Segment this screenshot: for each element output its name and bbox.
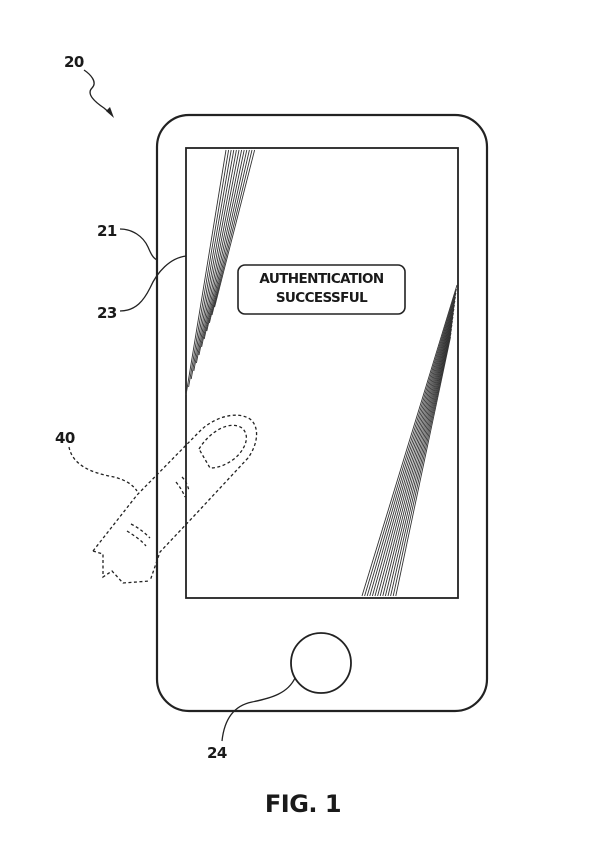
glare-line — [198, 149, 240, 356]
message-line-2: SUCCESSFUL — [276, 290, 368, 306]
ref-numeral-21: 21 — [97, 222, 117, 240]
ref-numeral-40: 40 — [55, 429, 75, 447]
glare-line — [193, 149, 235, 372]
home-button — [290, 632, 352, 694]
glare-line — [190, 149, 232, 380]
glare-line — [361, 284, 458, 597]
ref-numeral-20: 20 — [64, 53, 84, 71]
glare-line — [206, 149, 248, 332]
glare-line — [208, 149, 250, 324]
leader-40 — [68, 446, 138, 492]
glare-line — [371, 300, 456, 597]
glare-line — [203, 149, 245, 340]
glare-line — [377, 308, 455, 597]
glare-line — [185, 149, 227, 396]
glare-line — [369, 296, 456, 597]
leader-23 — [119, 255, 187, 312]
glare-line — [395, 336, 451, 597]
glare-line — [188, 149, 230, 388]
glare-line — [384, 320, 453, 597]
arrowhead-20 — [106, 107, 114, 118]
finger-outline — [92, 414, 258, 584]
leader-lines — [68, 69, 296, 742]
leader-24 — [221, 677, 296, 742]
glare-line — [366, 292, 457, 597]
ref-numeral-23: 23 — [97, 304, 117, 322]
authentication-message-box — [237, 264, 406, 315]
leader-20 — [83, 69, 113, 116]
figure-caption: FIG. 1 — [265, 790, 341, 818]
glare-line — [195, 149, 237, 364]
ref-numeral-24: 24 — [207, 744, 227, 762]
screen-glare-left — [185, 149, 256, 396]
glare-line — [364, 288, 457, 597]
glare-line — [379, 312, 454, 597]
glare-line — [392, 332, 452, 597]
glare-line — [201, 149, 243, 348]
display-screen — [185, 147, 459, 599]
glare-line — [382, 316, 454, 597]
screen-glare-right — [361, 284, 458, 597]
device-housing — [155, 113, 489, 713]
message-line-1: AUTHENTICATION — [259, 271, 383, 287]
glare-line — [390, 328, 452, 597]
glare-line — [387, 324, 453, 597]
glare-line — [214, 149, 256, 308]
leader-21 — [119, 228, 158, 261]
glare-line — [374, 304, 455, 597]
glare-line — [211, 149, 253, 316]
